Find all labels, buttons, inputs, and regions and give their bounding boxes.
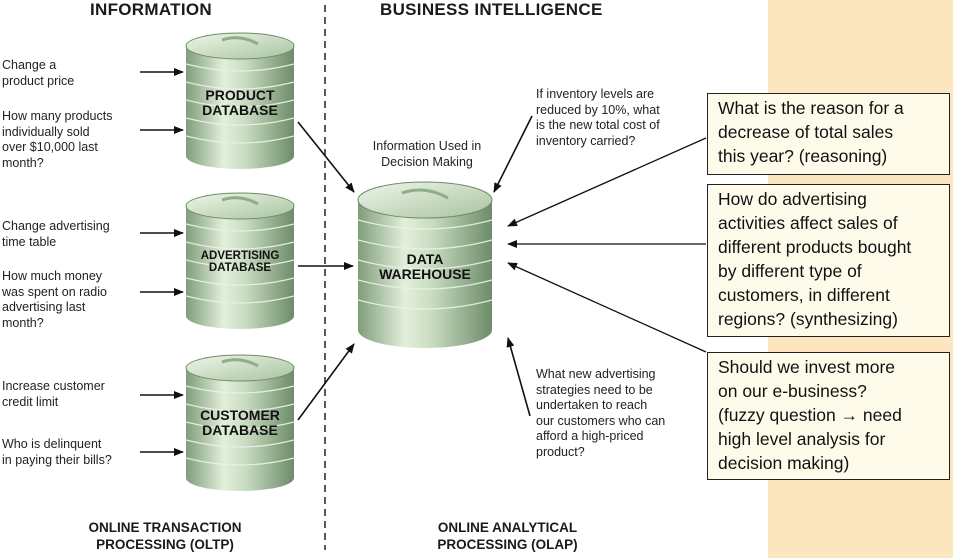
business-intelligence-heading: BUSINESS INTELLIGENCE bbox=[380, 0, 603, 19]
note-arrows bbox=[493, 115, 533, 417]
product-database-cylinder bbox=[185, 32, 295, 169]
box-arrows bbox=[507, 137, 707, 353]
database-to-warehouse-arrows bbox=[297, 121, 355, 421]
data-warehouse-cylinder bbox=[357, 181, 493, 348]
left-question-arrows bbox=[140, 68, 184, 456]
customer-database-cylinder bbox=[185, 354, 295, 491]
information-heading: INFORMATION bbox=[90, 0, 212, 19]
advertising-database-cylinder bbox=[185, 192, 295, 329]
